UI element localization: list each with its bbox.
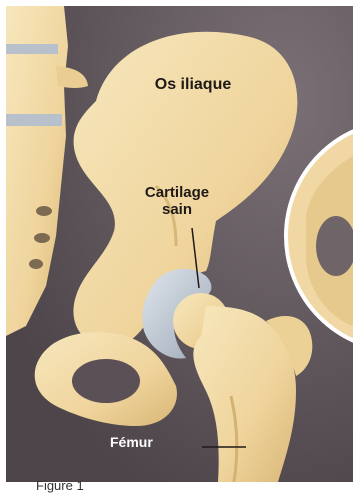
figure-caption: Figure 1 [36, 478, 84, 493]
sacral-foramen [36, 206, 52, 216]
intervertebral-disc [6, 114, 62, 126]
cartilage-label: Cartilage sain [138, 184, 216, 219]
sacral-foramen [29, 259, 43, 269]
intervertebral-disc [6, 44, 58, 54]
hip-bone-label: Os iliaque [138, 76, 248, 94]
femur-label: Fémur [110, 434, 170, 450]
obturator-foramen [72, 359, 140, 403]
sacral-foramen [34, 233, 50, 243]
